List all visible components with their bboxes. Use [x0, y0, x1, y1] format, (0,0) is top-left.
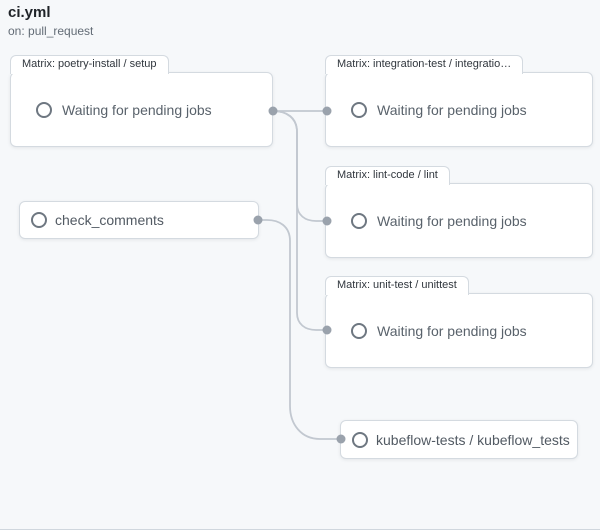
workflow-trigger-label: on: pull_request	[8, 24, 94, 38]
node-box[interactable]: kubeflow-tests / kubeflow_tests	[340, 420, 578, 459]
status-pending-icon	[351, 322, 367, 339]
node-box[interactable]: Waiting for pending jobs	[325, 72, 593, 147]
edge-poetry-to-unit	[272, 110, 328, 331]
status-pending-icon	[31, 212, 47, 228]
node-status-text: Waiting for pending jobs	[377, 101, 527, 118]
node-job-name: kubeflow-tests / kubeflow_tests	[376, 431, 570, 448]
node-box[interactable]: Waiting for pending jobs	[325, 183, 593, 258]
status-pending-icon	[351, 212, 367, 229]
node-status-text: Waiting for pending jobs	[377, 212, 527, 229]
node-tab-label: Matrix: unit-test / unittest	[325, 276, 469, 295]
node-status-text: Waiting for pending jobs	[62, 101, 212, 118]
edge-poetry-to-lint	[272, 110, 328, 222]
node-box[interactable]: Waiting for pending jobs	[325, 293, 593, 368]
node-job-name: check_comments	[55, 212, 164, 228]
node-box[interactable]: Waiting for pending jobs	[10, 72, 273, 147]
status-pending-icon	[36, 101, 52, 118]
node-status-text: Waiting for pending jobs	[377, 322, 527, 339]
status-pending-icon	[351, 101, 367, 118]
workflow-file-title: ci.yml	[8, 4, 51, 21]
node-tab-label: Matrix: lint-code / lint	[325, 166, 450, 185]
status-pending-icon	[352, 431, 368, 448]
node-box[interactable]: check_comments	[19, 201, 259, 239]
node-tab-label: Matrix: integration-test / integratio…	[325, 55, 524, 74]
node-tab-label: Matrix: poetry-install / setup	[10, 55, 169, 74]
